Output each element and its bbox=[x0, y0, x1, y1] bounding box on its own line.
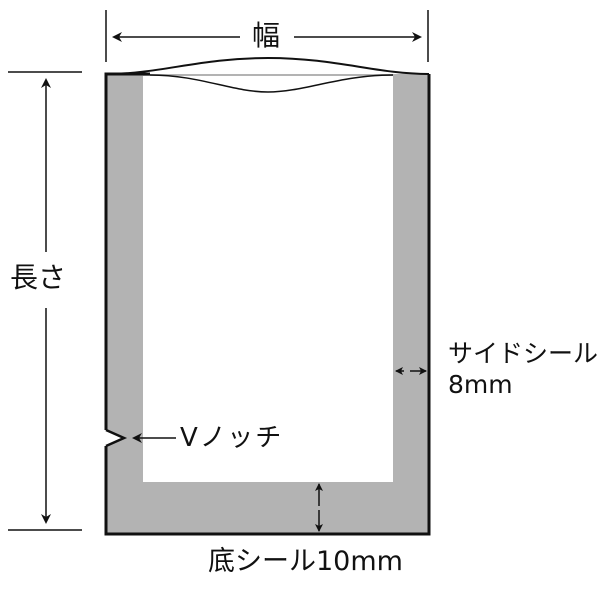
opening-top-curve bbox=[105, 56, 430, 75]
bag-opening bbox=[143, 76, 393, 88]
length-label: 長さ bbox=[10, 261, 67, 294]
v-notch-label: Vノッチ bbox=[180, 423, 284, 453]
bag-interior bbox=[143, 76, 393, 482]
side-seal-label: サイドシール 8mm bbox=[448, 338, 598, 401]
bottom-seal-label: 底シール10mm bbox=[208, 546, 403, 577]
width-dimension bbox=[105, 10, 429, 62]
width-label: 幅 bbox=[252, 19, 281, 52]
opening-bottom-curve bbox=[149, 74, 394, 93]
bag bbox=[104, 56, 431, 536]
side-seal-value: 8mm bbox=[448, 370, 513, 400]
v-notch bbox=[105, 428, 128, 448]
side-seal-name: サイドシール bbox=[448, 339, 599, 368]
length-dimension bbox=[8, 71, 82, 531]
bag-outline bbox=[104, 74, 431, 536]
